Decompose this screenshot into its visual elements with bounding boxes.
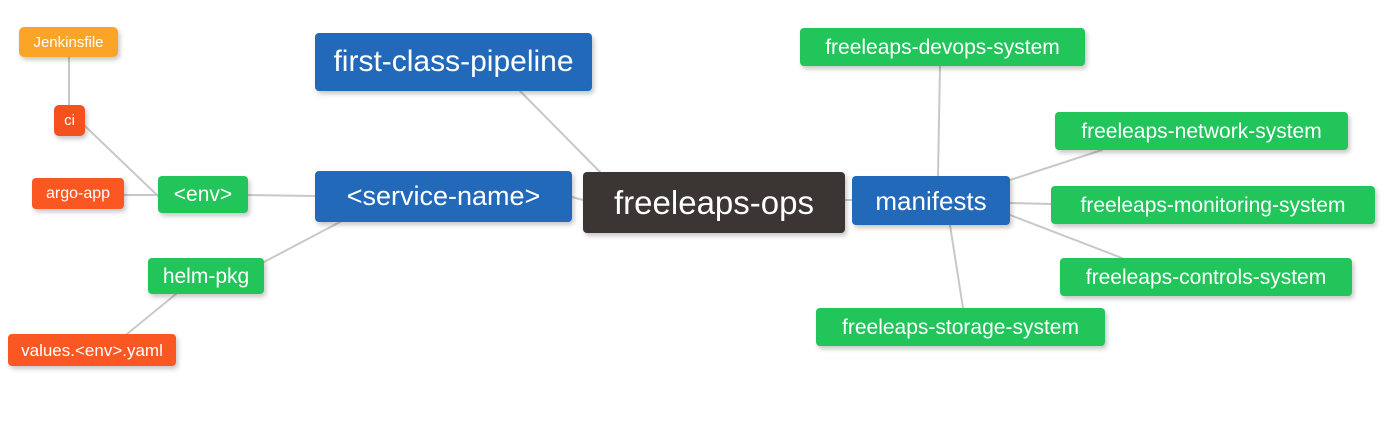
node-label-argo-app: argo-app <box>45 184 111 202</box>
mindmap-node-freeleaps-storage-system[interactable]: freeleaps-storage-system <box>816 308 1105 346</box>
node-label-helm-pkg: helm-pkg <box>162 264 250 288</box>
node-label-freeleaps-controls-system: freeleaps-controls-system <box>1085 265 1327 289</box>
node-label-freeleaps-storage-system: freeleaps-storage-system <box>842 315 1079 339</box>
mindmap-node-first-class-pipeline[interactable]: first-class-pipeline <box>315 33 592 91</box>
node-label-service-name: <service-name> <box>346 181 541 211</box>
node-label-freeleaps-devops-system: freeleaps-devops-system <box>825 35 1060 59</box>
mindmap-node-freeleaps-devops-system[interactable]: freeleaps-devops-system <box>800 28 1085 66</box>
node-label-jenkinsfile: Jenkinsfile <box>33 33 104 51</box>
node-label-ci: ci <box>64 112 75 129</box>
mindmap-node-env[interactable]: <env> <box>158 176 248 213</box>
mindmap-node-manifests[interactable]: manifests <box>852 176 1010 225</box>
mindmap-node-jenkinsfile[interactable]: Jenkinsfile <box>19 27 118 57</box>
edge-values-yaml-to-helm-pkg <box>126 293 177 335</box>
mindmap-node-values-yaml[interactable]: values.<env>.yaml <box>8 334 176 366</box>
edge-manifests-to-freeleaps-network-system <box>1009 149 1103 181</box>
node-label-values-yaml: values.<env>.yaml <box>21 340 163 360</box>
mindmap-node-ci[interactable]: ci <box>54 105 85 136</box>
node-label-first-class-pipeline: first-class-pipeline <box>333 45 574 78</box>
node-label-manifests: manifests <box>875 185 987 216</box>
node-label-freeleaps-ops: freeleaps-ops <box>614 184 814 221</box>
mindmap-node-freeleaps-ops[interactable]: freeleaps-ops <box>583 172 845 233</box>
edge-manifests-to-freeleaps-monitoring-system <box>1009 202 1052 205</box>
edge-env-to-service-name <box>247 194 316 197</box>
mindmap-node-freeleaps-monitoring-system[interactable]: freeleaps-monitoring-system <box>1051 186 1375 224</box>
edge-manifests-to-freeleaps-devops-system <box>937 65 941 177</box>
mindmap-node-freeleaps-controls-system[interactable]: freeleaps-controls-system <box>1060 258 1352 296</box>
mindmap-node-freeleaps-network-system[interactable]: freeleaps-network-system <box>1055 112 1348 150</box>
mindmap-node-service-name[interactable]: <service-name> <box>315 171 572 222</box>
node-label-freeleaps-monitoring-system: freeleaps-monitoring-system <box>1080 193 1346 217</box>
edge-helm-pkg-to-service-name <box>263 221 341 263</box>
node-label-env: <env> <box>173 183 233 206</box>
edge-service-name-to-freeleaps-ops <box>571 196 584 201</box>
edge-manifests-to-freeleaps-storage-system <box>949 224 964 309</box>
edge-first-class-pipeline-to-freeleaps-ops <box>519 90 601 173</box>
node-label-freeleaps-network-system: freeleaps-network-system <box>1081 119 1322 143</box>
mindmap-node-helm-pkg[interactable]: helm-pkg <box>148 258 264 294</box>
mindmap-node-argo-app[interactable]: argo-app <box>32 178 124 209</box>
